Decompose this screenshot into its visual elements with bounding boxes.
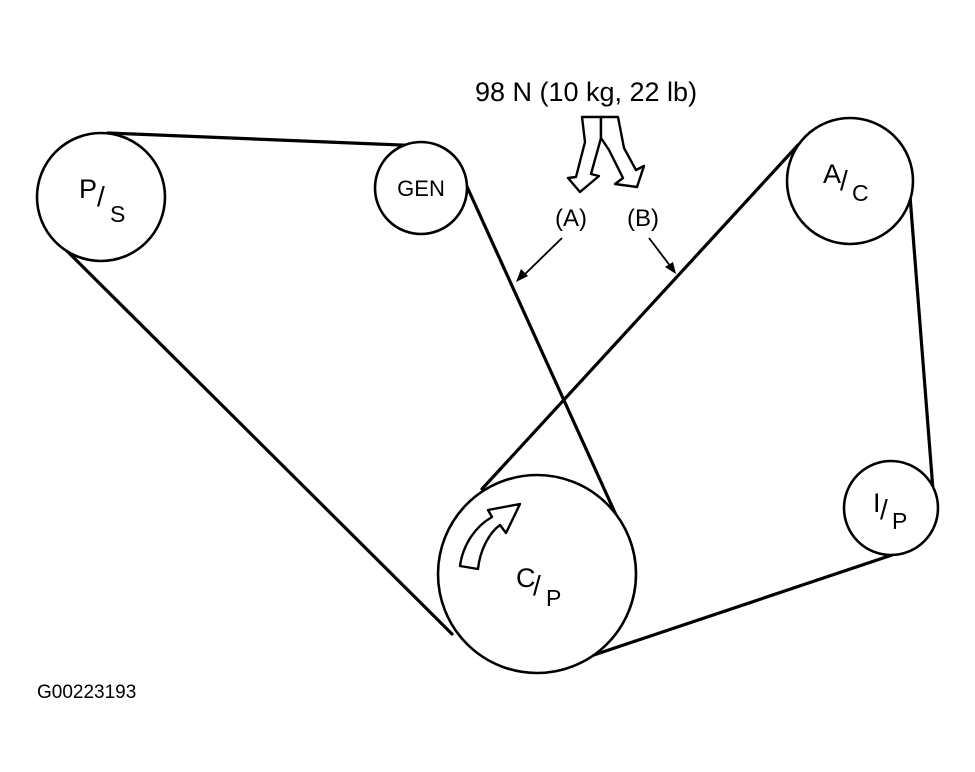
label-power-steering: P / S bbox=[79, 174, 125, 227]
callout-a-label: (A) bbox=[555, 205, 587, 232]
belt-segment-ac-ip bbox=[908, 194, 935, 492]
label-ip-top: I bbox=[873, 488, 881, 518]
drive-belt bbox=[65, 131, 935, 664]
label-ps-slash: / bbox=[97, 181, 105, 212]
label-ac-slash: / bbox=[840, 165, 848, 196]
belt-segment-ip-cp bbox=[571, 553, 894, 664]
label-ps-top: P bbox=[79, 174, 97, 204]
pulley-generator bbox=[373, 140, 469, 236]
figure-id: G00223193 bbox=[37, 682, 136, 703]
label-ip-slash: / bbox=[880, 494, 888, 525]
belt-segment-cp-ac bbox=[480, 143, 800, 491]
pulley-power-steering bbox=[35, 131, 167, 263]
hollow-arrow-icon bbox=[566, 115, 646, 194]
label-generator: GEN bbox=[397, 176, 445, 201]
belt-segment-gen-cp bbox=[462, 178, 628, 539]
label-ac-top: A bbox=[823, 159, 841, 189]
label-crankshaft: C / P bbox=[516, 563, 561, 611]
label-cp-bottom: P bbox=[546, 585, 561, 611]
pointer-arrowhead-b bbox=[665, 262, 676, 274]
force-arrow-b bbox=[599, 115, 646, 189]
callout-b-pointer bbox=[648, 237, 676, 274]
label-cp-slash: / bbox=[533, 570, 541, 601]
label-air-conditioning: A / C bbox=[823, 159, 869, 206]
clockwise-arrow-icon bbox=[458, 502, 522, 571]
pulley-idler bbox=[842, 459, 940, 557]
label-ip-bottom: P bbox=[892, 508, 907, 534]
label-cp-top: C bbox=[516, 563, 536, 593]
pointer-arrowhead-a bbox=[516, 269, 528, 282]
belt-segment-ps-cp bbox=[65, 249, 454, 636]
force-specification-label: 98 N (10 kg, 22 lb) bbox=[475, 77, 697, 107]
callout-b-label: (B) bbox=[627, 205, 659, 232]
callout-a-pointer bbox=[516, 237, 563, 282]
belt-segment-ps-gen bbox=[106, 131, 427, 148]
force-arrow-a bbox=[566, 115, 603, 194]
label-ps-bottom: S bbox=[110, 201, 125, 227]
pulley-air-conditioning bbox=[785, 116, 915, 246]
label-idler: I / P bbox=[873, 488, 907, 534]
label-ac-bottom: C bbox=[852, 180, 869, 206]
